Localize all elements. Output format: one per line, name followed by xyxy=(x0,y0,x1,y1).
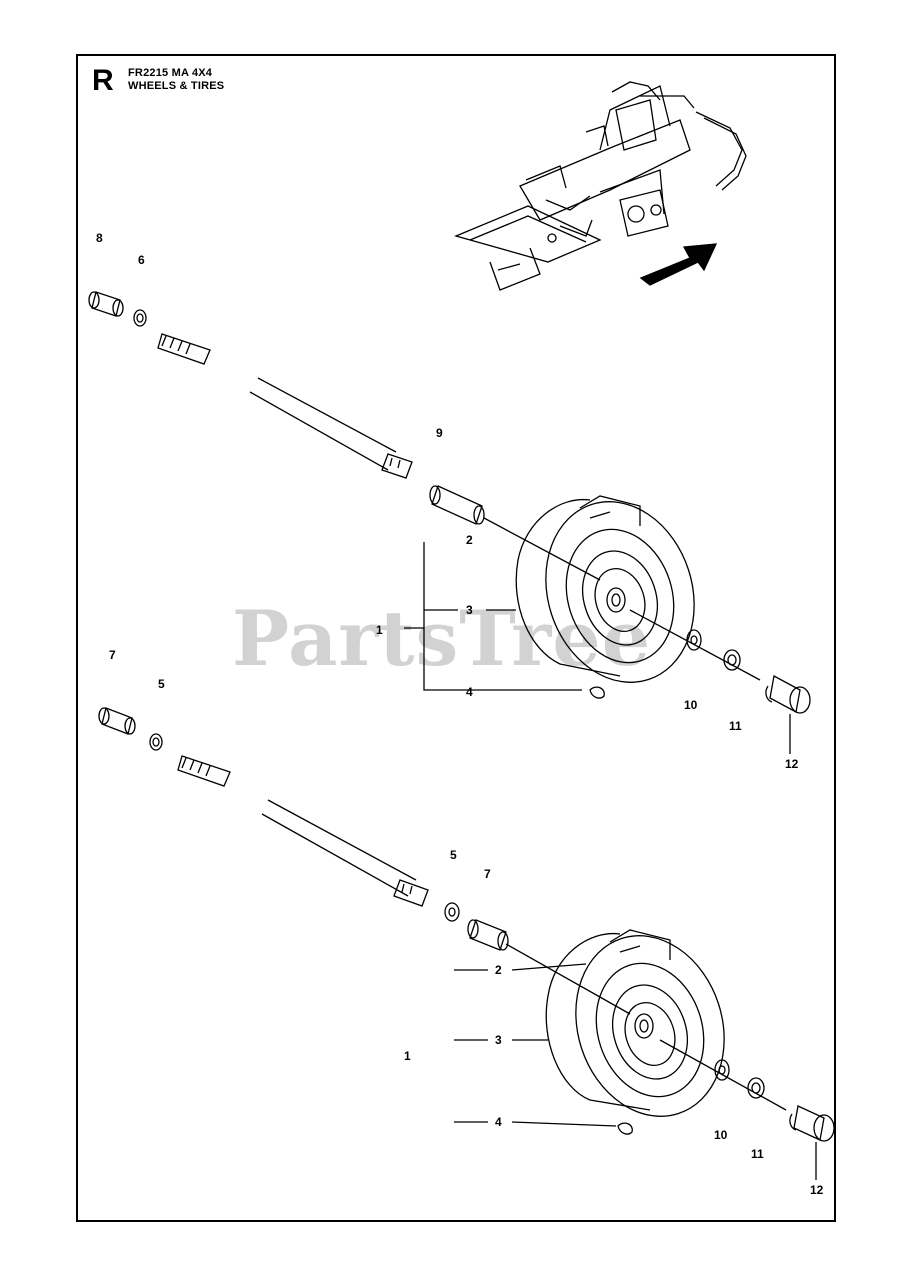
part-9-axle xyxy=(157,333,413,479)
part-5-washer-inner xyxy=(444,902,460,922)
section-letter: R xyxy=(92,64,114,97)
callout-1-lower: 1 xyxy=(404,1049,411,1063)
callout-5-inner: 5 xyxy=(450,848,457,862)
part-2-spacer xyxy=(429,485,601,581)
callout-4-lower: 4 xyxy=(495,1115,502,1129)
part-3-wheel-tire-lower xyxy=(545,929,725,1117)
callout-11: 11 xyxy=(729,719,742,733)
callout-6: 6 xyxy=(138,253,145,267)
callout-3: 3 xyxy=(466,603,473,617)
callout-8: 8 xyxy=(96,231,103,245)
diagram-frame xyxy=(76,54,836,1222)
part-12-hub-cap-lower xyxy=(789,1105,835,1142)
callout-5: 5 xyxy=(158,677,165,691)
part-11-clip xyxy=(723,649,741,671)
callout-3-lower: 3 xyxy=(495,1033,502,1047)
part-8-bushing xyxy=(88,291,124,317)
bottom-axle-assembly xyxy=(98,707,835,1180)
part-7-bushing xyxy=(98,707,136,735)
frame-overview-sketch xyxy=(454,81,747,291)
view-direction-arrow xyxy=(639,243,718,286)
callout-4: 4 xyxy=(466,685,473,699)
part-6-washer xyxy=(133,309,147,327)
axle-lower xyxy=(177,755,429,907)
callout-12-lower: 12 xyxy=(810,1183,824,1197)
part-3-wheel-tire xyxy=(515,495,695,683)
part-4-valve xyxy=(589,686,605,699)
section-title: WHEELS & TIRES xyxy=(128,80,225,92)
callout-2: 2 xyxy=(466,533,473,547)
callout-12: 12 xyxy=(785,757,799,771)
part-12-hub-cap xyxy=(765,675,811,714)
axle-centerline xyxy=(629,609,761,681)
callout-9: 9 xyxy=(436,426,443,440)
callout-2-lower: 2 xyxy=(495,963,502,977)
part-4-valve-lower xyxy=(617,1122,633,1135)
callout-10-lower: 10 xyxy=(714,1128,728,1142)
top-axle-assembly xyxy=(88,291,811,754)
diagram-title: FR2215 MA 4X4 WHEELS & TIRES xyxy=(128,67,224,93)
callout-7: 7 xyxy=(109,648,116,662)
part-11-clip-lower xyxy=(747,1077,765,1099)
axle-centerline-lower xyxy=(659,1039,787,1111)
callout-leader xyxy=(454,963,587,971)
callout-7-inner: 7 xyxy=(484,867,491,881)
part-5-washer xyxy=(149,733,163,751)
model-name: FR2215 MA 4X4 xyxy=(128,67,213,79)
callout-leader xyxy=(454,1121,617,1127)
callout-10: 10 xyxy=(684,698,698,712)
callout-bracket xyxy=(423,542,582,691)
callout-11-lower: 11 xyxy=(751,1147,764,1161)
part-2-spacer-lower xyxy=(467,919,631,1015)
callout-1: 1 xyxy=(376,623,383,637)
